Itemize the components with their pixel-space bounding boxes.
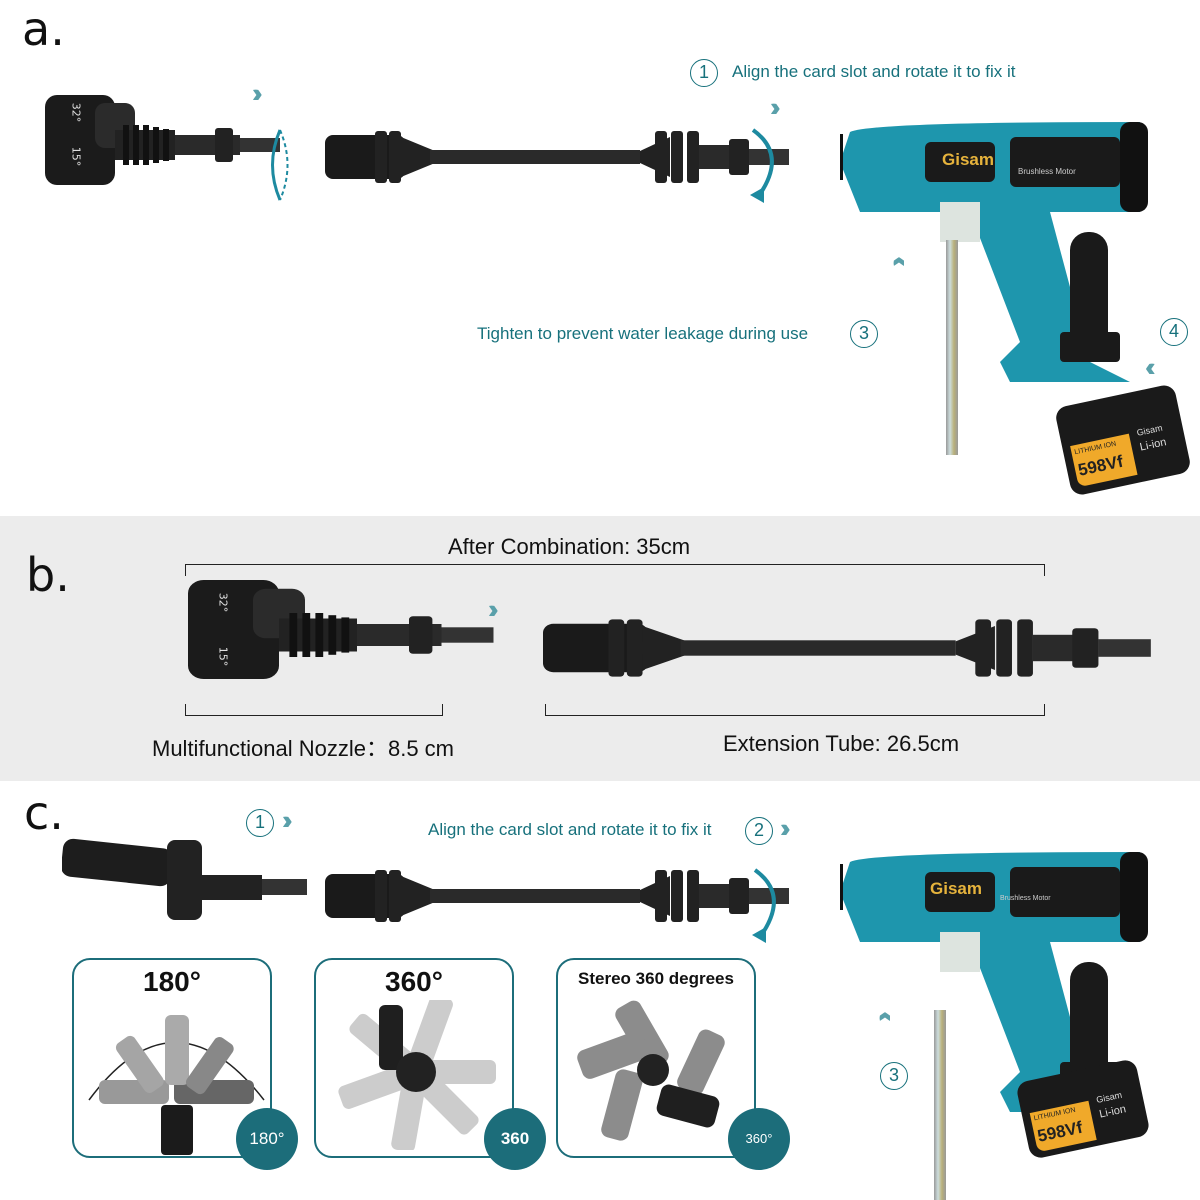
card-title: Stereo 360 degrees <box>578 969 734 988</box>
extension-tube-image <box>325 131 789 183</box>
battery-chem: Li-ion <box>1098 1103 1128 1121</box>
step-3-text: Tighten to prevent water leakage during … <box>477 324 809 343</box>
battery-chem: Li-ion <box>1138 436 1168 454</box>
step-3-number: 3 <box>880 1062 908 1090</box>
brand-logo: Gisam <box>930 879 982 898</box>
arrow-right-icon: ›››› <box>488 594 498 624</box>
step-1-text: Align the card slot and rotate it to fix… <box>732 62 1016 81</box>
nozzle-angle-15-label: 15° <box>216 646 230 667</box>
arrow-right-icon: ›››› <box>282 805 292 835</box>
nozzle-stereo-360-image <box>577 1000 725 1141</box>
rotation-card-360: 360° 360 <box>314 958 546 1170</box>
step-2-text: Align the card slot and rotate it to fix… <box>428 820 712 839</box>
brand-logo: Gisam <box>942 150 994 169</box>
rotate-arrow-icon <box>752 868 776 943</box>
water-hose <box>934 1010 946 1200</box>
rotation-360-badge: 360 <box>484 1108 546 1170</box>
arrow-right-icon: ›››› <box>780 813 790 843</box>
nozzle-360-rotation-image <box>338 1000 496 1150</box>
nozzle-angle-32-label: 32° <box>69 102 83 123</box>
nozzle-dimension-line <box>185 704 443 716</box>
step-1-number: 1 <box>246 809 274 837</box>
motor-label: Brushless Motor <box>1000 895 1051 902</box>
nozzle-angle-15-label: 15° <box>69 146 83 167</box>
arrow-left-icon: ‹‹‹‹ <box>1145 352 1155 382</box>
tube-length-label: Extension Tube: 26.5cm <box>723 731 960 756</box>
water-hose <box>946 240 958 455</box>
step-4-number: 4 <box>1160 318 1188 346</box>
arrow-up-icon: ›››› <box>867 1019 898 1022</box>
multifunctional-nozzle-image <box>188 580 494 679</box>
card-title: 360° <box>385 966 443 997</box>
combined-length-label: After Combination: 35cm <box>448 534 691 559</box>
section-a-label: a. <box>22 2 65 56</box>
rotate-arrow-icon <box>271 129 289 201</box>
tube-dimension-line <box>545 704 1045 716</box>
rotation-card-stereo-360: Stereo 360 degrees 360° <box>556 958 790 1170</box>
stereo-360-badge: 360° <box>728 1108 790 1170</box>
card-title: 180° <box>143 966 201 997</box>
angled-nozzle-image <box>62 838 307 920</box>
pressure-washer-gun <box>840 122 1160 392</box>
rotate-arrow-icon <box>750 128 774 203</box>
nozzle-length-label: Multifunctional Nozzle：8.5 cm <box>152 736 455 761</box>
combined-dimension-line <box>185 564 1045 576</box>
extension-tube-image <box>543 619 1151 677</box>
battery: LITHIUM ION 598Vf Gisam Li-ion <box>1053 383 1193 497</box>
arrow-right-icon: ›››› <box>252 78 262 108</box>
rotation-180-badge: 180° <box>236 1108 298 1170</box>
section-c-label: c. <box>24 786 64 840</box>
motor-label: Brushless Motor <box>1018 167 1076 176</box>
arrow-up-icon: ›››› <box>881 264 912 267</box>
extension-tube-image <box>325 870 789 922</box>
section-b-label: b. <box>26 548 70 602</box>
rotation-card-180: 180° 180° <box>72 958 298 1170</box>
nozzle-angle-32-label: 32° <box>216 592 230 613</box>
step-3-number: 3 <box>850 320 878 348</box>
nozzle-180-rotation-image <box>88 1015 265 1155</box>
battery-brand: Gisam <box>1095 1089 1123 1105</box>
arrow-right-icon: ›››› <box>770 92 780 122</box>
step-2-number: 2 <box>745 817 773 845</box>
step-1-number: 1 <box>690 59 718 87</box>
battery-brand: Gisam <box>1135 422 1164 438</box>
